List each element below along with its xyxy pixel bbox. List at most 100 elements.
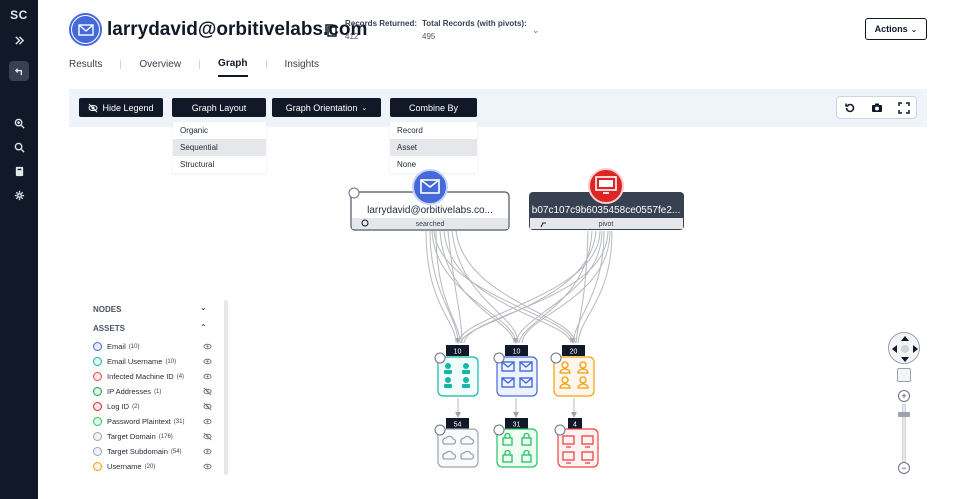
link-icon[interactable] <box>493 352 505 364</box>
page-title: larrydavid@orbitivelabs.com <box>107 19 368 40</box>
combine-option-record[interactable]: Record <box>397 126 423 135</box>
graph-layout-menu: Organic Sequential Structural <box>173 122 266 173</box>
combine-by-menu: Record Asset None <box>390 122 477 173</box>
asset-node-password[interactable]: 31 <box>493 418 538 468</box>
computer-icon <box>595 176 617 194</box>
zoom-slider-thumb[interactable] <box>898 412 910 417</box>
assets-chevron-up-icon[interactable]: ⌃ <box>200 323 207 332</box>
zoom-in-icon[interactable]: + <box>898 390 910 402</box>
legend-nodes-heading: NODES <box>93 305 122 314</box>
book-icon[interactable] <box>9 161 29 181</box>
eye-icon[interactable] <box>203 357 212 366</box>
tab-overview[interactable]: Overview <box>139 58 182 70</box>
combine-by-button[interactable]: Combine By <box>390 98 477 117</box>
asset-node-username[interactable]: 20 <box>550 345 595 397</box>
asset-node-email[interactable]: 10 <box>493 345 538 397</box>
fullscreen-icon[interactable] <box>898 102 910 114</box>
back-icon[interactable] <box>9 61 29 81</box>
copy-icon[interactable] <box>324 23 338 37</box>
zoom-out-icon[interactable]: − <box>898 462 910 474</box>
total-records-value: 495 <box>422 32 436 41</box>
asset-node-domain[interactable]: 54 <box>434 418 479 468</box>
expand-sidebar-icon[interactable] <box>9 30 29 50</box>
zoom-search-icon[interactable] <box>9 113 29 133</box>
email-avatar <box>69 13 102 46</box>
actions-label: Actions <box>874 24 908 34</box>
hide-legend-label: Hide Legend <box>102 102 154 113</box>
legend-color-dot <box>93 372 102 381</box>
link-icon[interactable] <box>550 352 562 364</box>
eye-icon[interactable] <box>203 462 212 471</box>
eye-off-icon[interactable] <box>203 402 212 411</box>
legend-item[interactable]: Target Subdomain(54) <box>93 445 182 458</box>
tab-graph[interactable]: Graph <box>218 58 248 77</box>
root-node-label: b07c107c9b6035458ce0557fe2... <box>532 205 680 216</box>
pan-control[interactable] <box>888 332 920 364</box>
legend-item[interactable]: Target Domain(176) <box>93 430 173 443</box>
node-count: 4 <box>573 422 577 429</box>
legend-item[interactable]: Password Plaintext(31) <box>93 415 184 428</box>
node-count: 31 <box>513 422 521 429</box>
legend-item-count: (54) <box>170 448 182 455</box>
camera-icon[interactable] <box>871 102 883 114</box>
eye-icon[interactable] <box>203 417 212 426</box>
legend-item[interactable]: Email(10) <box>93 340 139 353</box>
root-node-pivot[interactable]: b07c107c9b6035458ce0557fe2... pivot <box>529 168 684 230</box>
graph-orientation-button[interactable]: Graph Orientation ⌄ <box>272 98 381 117</box>
layout-option-structural[interactable]: Structural <box>180 160 215 169</box>
actions-button[interactable]: Actions ⌄ <box>865 18 927 40</box>
graph-edges <box>425 230 613 418</box>
root-node-status: searched <box>416 221 445 228</box>
settings-gear-icon[interactable] <box>9 185 29 205</box>
eye-off-icon[interactable] <box>203 432 212 441</box>
email-username-icon <box>444 363 470 388</box>
asset-node-email-username[interactable]: 10 <box>434 345 479 397</box>
legend-item[interactable]: Email Username(10) <box>93 355 176 368</box>
hide-legend-button[interactable]: Hide Legend <box>79 98 163 117</box>
combine-option-none[interactable]: None <box>397 160 417 169</box>
graph-layout-button[interactable]: Graph Layout <box>172 98 266 117</box>
legend-item[interactable]: Log ID(2) <box>93 400 139 413</box>
stats-chevron-down-icon[interactable]: ⌄ <box>532 25 540 35</box>
eye-off-icon[interactable] <box>203 387 212 396</box>
legend-scrollbar[interactable] <box>224 300 228 475</box>
layout-option-organic[interactable]: Organic <box>180 126 209 135</box>
eye-icon[interactable] <box>203 342 212 351</box>
eye-icon[interactable] <box>203 447 212 456</box>
link-icon[interactable] <box>434 424 446 436</box>
legend-item-name: Target Subdomain <box>107 447 168 456</box>
search-icon[interactable] <box>9 137 29 157</box>
zoom-slider-track[interactable] <box>902 404 906 462</box>
link-icon[interactable] <box>493 424 505 436</box>
hand-tool-icon[interactable] <box>897 368 911 382</box>
link-icon[interactable] <box>434 352 446 364</box>
tab-results[interactable]: Results <box>69 58 103 70</box>
eye-icon[interactable] <box>203 372 212 381</box>
tab-divider <box>120 59 122 69</box>
node-count: 54 <box>454 422 462 429</box>
legend-item-count: (10) <box>165 358 177 365</box>
legend-item[interactable]: Username(20) <box>93 460 155 473</box>
search-icon <box>361 219 369 227</box>
layout-option-sequential[interactable]: Sequential <box>173 139 266 156</box>
legend-item-count: (2) <box>132 403 140 410</box>
graph-toolbar: Hide Legend Graph Layout Graph Orientati… <box>69 89 927 127</box>
combine-option-asset[interactable]: Asset <box>390 139 477 156</box>
link-icon[interactable] <box>554 424 566 436</box>
asset-node-machine[interactable]: 4 <box>554 418 599 468</box>
nodes-chevron-down-icon[interactable]: ⌄ <box>200 303 207 312</box>
pan-arrows-icon <box>892 336 918 362</box>
reset-icon[interactable] <box>844 102 856 114</box>
legend-item[interactable]: IP Addresses(1) <box>93 385 161 398</box>
legend-color-dot <box>93 342 102 351</box>
link-icon[interactable] <box>348 187 360 199</box>
legend-item-name: IP Addresses <box>107 387 152 396</box>
legend-item[interactable]: Infected Machine ID(4) <box>93 370 184 383</box>
graph-orientation-label: Graph Orientation <box>285 102 358 113</box>
legend-item-count: (31) <box>173 418 185 425</box>
tab-insights[interactable]: Insights <box>284 58 319 70</box>
graph-canvas[interactable]: larrydavid@orbitivelabs.co... searched b… <box>340 165 700 475</box>
node-count: 10 <box>513 349 521 356</box>
root-node-email[interactable]: larrydavid@orbitivelabs.co... searched <box>348 169 510 231</box>
legend-color-dot <box>93 387 102 396</box>
